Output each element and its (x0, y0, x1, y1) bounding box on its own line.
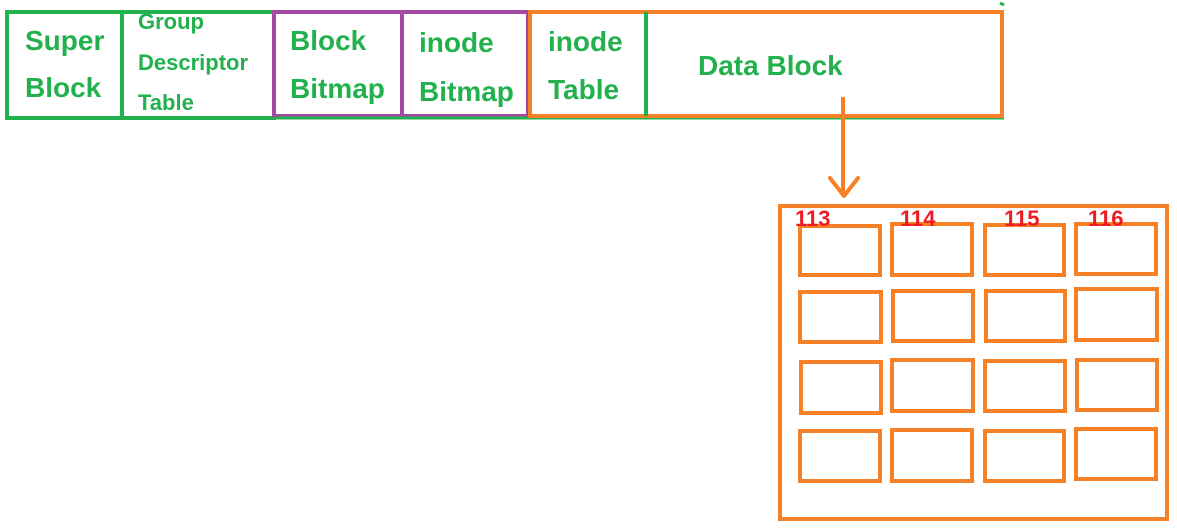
block-number-114: 114 (900, 206, 936, 231)
block-bitmap-label-line1: Block (290, 25, 367, 56)
data-block-label: Data Block (698, 50, 843, 81)
data-block-3-3 (983, 359, 1067, 413)
data-block-3-1 (799, 360, 883, 415)
inode-table-data-block-box (528, 10, 1004, 118)
data-block-2-4 (1074, 287, 1159, 342)
inode-bitmap-label-line2: Bitmap (419, 76, 514, 107)
data-block-4-4 (1074, 427, 1158, 481)
data-block-1-2 (890, 222, 974, 277)
super-block-label-line1: Super (25, 25, 105, 56)
data-block-container (778, 204, 1169, 521)
data-block-arrow-head (828, 176, 860, 198)
data-block-4-1 (798, 429, 882, 483)
group-descriptor-table-label-line1: Group (138, 9, 204, 34)
inode-bitmap-label-line1: inode (419, 27, 494, 58)
block-bitmap-label-line2: Bitmap (290, 73, 385, 104)
strip-top-edge-right (999, 1, 1005, 7)
data-block-2-2 (891, 289, 975, 343)
block-number-116: 116 (1088, 206, 1124, 231)
group-descriptor-table-label-line2: Descriptor (138, 50, 249, 75)
data-block-4-3 (983, 429, 1066, 483)
inode-table-label-line1: inode (548, 26, 623, 57)
data-block-3-2 (890, 358, 975, 413)
block-number-113: 113 (795, 206, 831, 231)
data-block-1-1 (798, 224, 882, 277)
data-block-2-1 (798, 290, 883, 344)
block-number-115: 115 (1004, 206, 1040, 231)
inode-table-label-line2: Table (548, 74, 620, 105)
data-block-3-4 (1075, 358, 1159, 412)
group-descriptor-table-label-line3: Table (138, 90, 194, 115)
super-block-label-line2: Block (25, 72, 102, 103)
data-block-4-2 (890, 428, 974, 483)
data-block-grid (798, 222, 1159, 483)
data-block-2-3 (984, 289, 1067, 343)
data-block-1-4 (1074, 222, 1158, 276)
data-block-1-3 (983, 223, 1066, 277)
